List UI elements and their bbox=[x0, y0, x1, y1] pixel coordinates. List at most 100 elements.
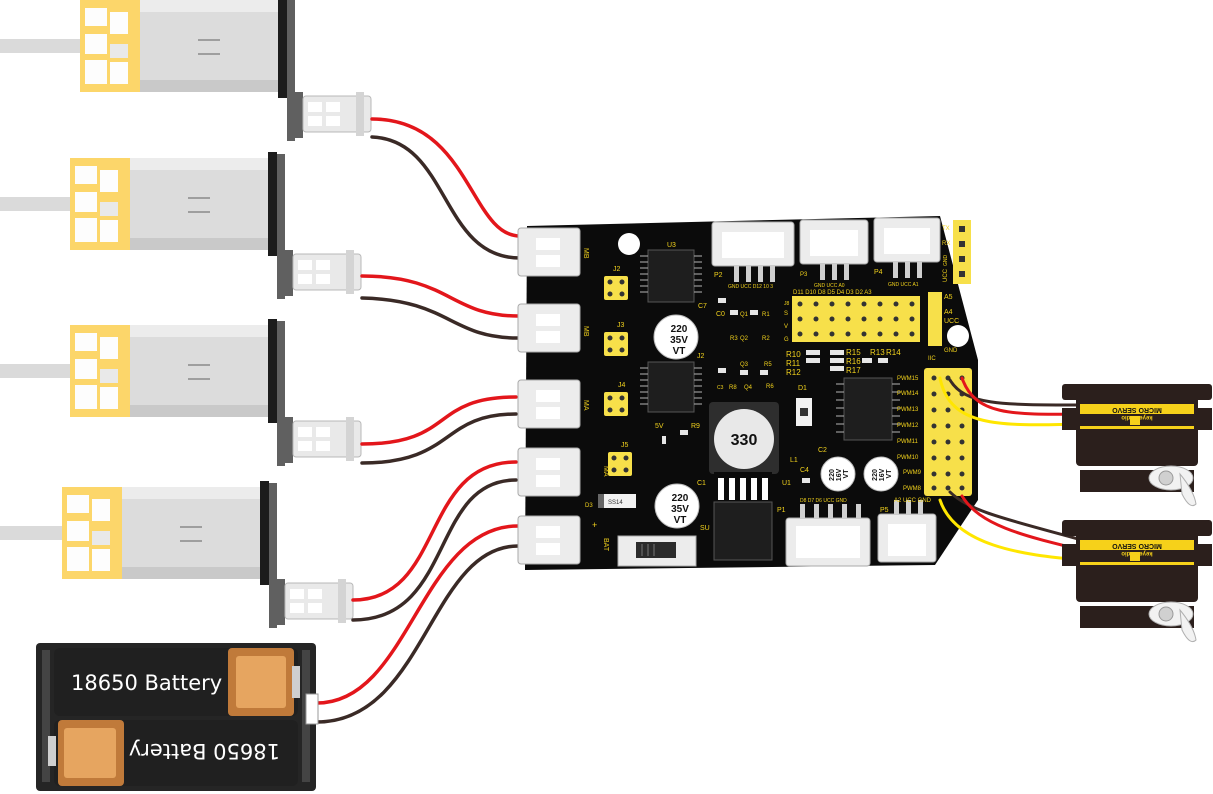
svg-text:35V: 35V bbox=[671, 504, 689, 515]
gear-motor-3 bbox=[0, 318, 362, 467]
label-serial-rx: RX bbox=[942, 241, 950, 247]
label-p4: P4 bbox=[874, 269, 883, 276]
battery-1-label: 18650 Battery bbox=[71, 671, 222, 695]
gear-motor-2 bbox=[0, 151, 362, 300]
capacitor-c2b-text: 220 16V VT bbox=[872, 467, 893, 481]
label-serial-tx: TX bbox=[942, 226, 950, 232]
label-r16: R16 bbox=[846, 357, 861, 366]
inductor-label: 330 bbox=[731, 432, 758, 449]
label-r15: R15 bbox=[846, 348, 861, 357]
label-ma-fourth: MA bbox=[602, 466, 609, 477]
servo-1-model: MICRO SERVO bbox=[1112, 406, 1162, 413]
label-mb-top: MB bbox=[582, 248, 589, 259]
svg-text:220 16V VT: 220 16V VT bbox=[872, 467, 893, 481]
label-serial-ucc: UCC bbox=[943, 268, 949, 282]
label-j2b: J2 bbox=[697, 353, 705, 360]
label-p5: P5 bbox=[880, 507, 889, 514]
label-ucc: UCC bbox=[944, 318, 959, 325]
label-r6: R6 bbox=[766, 384, 774, 390]
label-s: S bbox=[784, 311, 788, 317]
battery-holder bbox=[36, 643, 319, 791]
board-silkscreen: U3 J2 J3 J4 J5 J2 C7 C0 C1 C2 C3 C4 P1 P… bbox=[582, 226, 959, 552]
label-p1: P1 bbox=[777, 507, 786, 514]
label-c2: C2 bbox=[818, 447, 827, 454]
label-r11: R11 bbox=[786, 359, 801, 368]
label-u1: U1 bbox=[782, 480, 791, 487]
label-su: SU bbox=[700, 525, 710, 532]
label-q1: Q1 bbox=[740, 312, 749, 318]
label-pwm15: PWM15 bbox=[897, 376, 919, 382]
label-c7: C7 bbox=[698, 303, 707, 310]
capacitor-c1-text: 220 35V VT bbox=[671, 493, 689, 526]
label-serial-gnd: GND bbox=[943, 255, 949, 267]
label-q3: Q3 bbox=[740, 362, 749, 368]
label-mb-second: MB bbox=[582, 326, 589, 337]
label-ma-third: MA bbox=[582, 400, 589, 411]
label-p2: P2 bbox=[714, 272, 723, 279]
label-ss14: SS14 bbox=[608, 500, 623, 506]
label-j3: J3 bbox=[617, 322, 625, 329]
label-p2-pins: GND UCC D12 10 3 bbox=[728, 284, 773, 290]
gear-motor-4 bbox=[0, 480, 354, 629]
label-a5: A5 bbox=[944, 294, 953, 301]
label-r9: R9 bbox=[691, 423, 700, 430]
micro-servo-2 bbox=[1061, 519, 1213, 643]
label-p1-pins: D8 D7 D6 UCC GND bbox=[800, 498, 847, 504]
micro-servo-1 bbox=[1061, 383, 1213, 507]
label-d3: D3 bbox=[585, 503, 593, 509]
label-r1: R1 bbox=[762, 312, 770, 318]
label-r3: R3 bbox=[730, 336, 738, 342]
svg-text:VT: VT bbox=[674, 515, 687, 526]
label-r2: R2 bbox=[762, 336, 770, 342]
label-r5: R5 bbox=[764, 362, 772, 368]
label-5v: 5V bbox=[655, 423, 664, 430]
driver-board bbox=[517, 216, 978, 570]
gear-motor-1 bbox=[0, 0, 372, 142]
label-r10: R10 bbox=[786, 350, 801, 359]
label-pwm13: PWM13 bbox=[897, 407, 919, 413]
label-pwm10: PWM10 bbox=[897, 455, 919, 461]
battery-2-label: 18650 Battery bbox=[129, 739, 280, 763]
label-j4: J4 bbox=[618, 382, 626, 389]
label-v: V bbox=[784, 324, 788, 330]
label-pwm9: PWM9 bbox=[903, 470, 922, 476]
label-c0: C0 bbox=[716, 311, 725, 318]
label-r17: R17 bbox=[846, 366, 861, 375]
label-c3: C3 bbox=[717, 385, 724, 391]
label-r8: R8 bbox=[729, 385, 737, 391]
label-u3: U3 bbox=[667, 242, 676, 249]
servo-2-model: MICRO SERVO bbox=[1112, 542, 1162, 549]
label-p5-pins: A2 UCC GND bbox=[894, 498, 932, 504]
label-pwm14: PWM14 bbox=[897, 391, 919, 397]
label-plus: + bbox=[592, 520, 597, 530]
svg-text:220: 220 bbox=[671, 324, 688, 335]
label-j5: J5 bbox=[621, 442, 629, 449]
label-p3: P3 bbox=[800, 272, 808, 278]
capacitor-c2a-text: 220 16V VT bbox=[829, 467, 850, 481]
label-a4: A4 bbox=[944, 309, 953, 316]
label-p4-pins: GND UCC A1 bbox=[888, 282, 919, 288]
label-p3-pins: GND UCC A0 bbox=[814, 283, 845, 289]
servo-1-brand: keyestudio bbox=[1121, 414, 1153, 420]
label-l1: L1 bbox=[790, 457, 798, 464]
label-r12: R12 bbox=[786, 368, 801, 377]
svg-text:35V: 35V bbox=[670, 335, 688, 346]
svg-text:220 16V VT: 220 16V VT bbox=[829, 467, 850, 481]
label-bat: BAT bbox=[602, 538, 609, 552]
label-c1: C1 bbox=[697, 480, 706, 487]
label-r13: R13 bbox=[870, 348, 885, 357]
label-pwm11: PWM11 bbox=[897, 439, 919, 445]
label-j8: J8 bbox=[784, 301, 790, 307]
label-j2: J2 bbox=[613, 266, 621, 273]
svg-text:VT: VT bbox=[673, 346, 686, 357]
label-q2: Q2 bbox=[740, 336, 749, 342]
label-pwm12: PWM12 bbox=[897, 423, 919, 429]
capacitor-c7-text: 220 35V VT bbox=[670, 324, 688, 357]
label-d1: D1 bbox=[798, 385, 807, 392]
label-pwm8: PWM8 bbox=[903, 486, 922, 492]
label-c4: C4 bbox=[800, 467, 809, 474]
label-gnd: GND bbox=[944, 348, 958, 354]
label-digital-row: D11 D10 D8 D5 D4 D3 D2 A3 bbox=[793, 290, 872, 296]
label-iic: IIC bbox=[928, 356, 936, 362]
